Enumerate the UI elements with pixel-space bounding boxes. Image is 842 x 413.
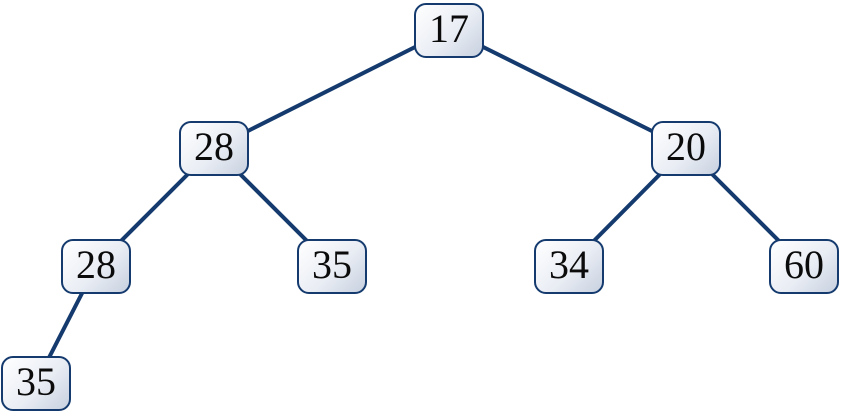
- tree-node: 35: [297, 238, 367, 294]
- tree-node: 28: [179, 120, 249, 176]
- tree-node-label: 28: [76, 242, 116, 287]
- tree-node-label: 28: [194, 124, 234, 169]
- tree-node-label: 60: [784, 242, 824, 287]
- tree-node-label: 17: [429, 6, 469, 51]
- tree-node-label: 20: [666, 124, 706, 169]
- tree-node: 17: [414, 2, 484, 58]
- tree-node: 20: [651, 120, 721, 176]
- tree-node: 35: [1, 355, 71, 411]
- tree-node: 60: [769, 238, 839, 294]
- tree-edge: [213, 28, 450, 150]
- tree-edge: [448, 28, 687, 150]
- tree-node-label: 35: [312, 242, 352, 287]
- tree-node-label: 34: [549, 242, 589, 287]
- tree-node: 28: [61, 238, 131, 294]
- tree-node-label: 35: [16, 359, 56, 404]
- tree-node: 34: [534, 238, 604, 294]
